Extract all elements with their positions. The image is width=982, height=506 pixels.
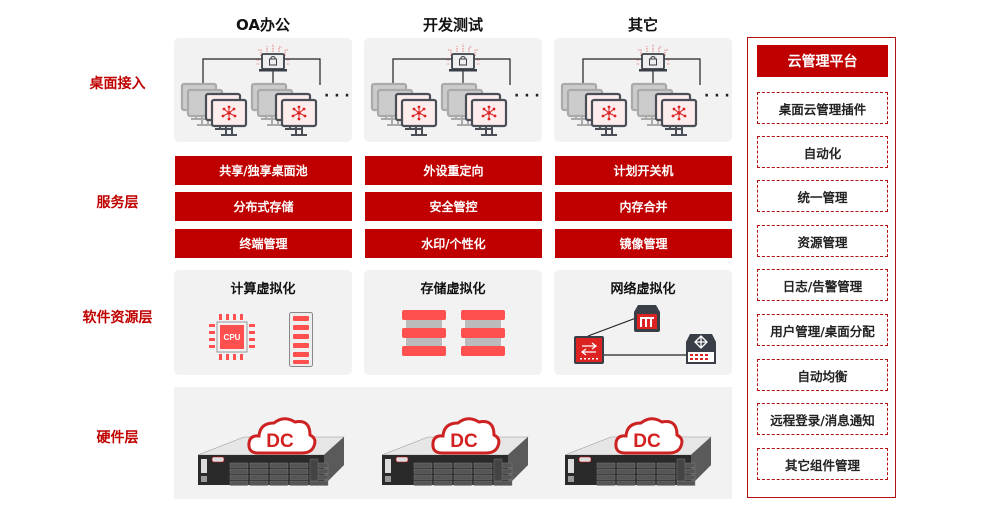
desktop-monitor-icon (400, 98, 438, 136)
storage-stack-icon (402, 310, 446, 356)
service-distributed-storage: 分布式存储 (175, 192, 352, 221)
service-shared-desktop-pool: 共享/独享桌面池 (175, 156, 352, 185)
laptop-hub-icon (256, 44, 290, 72)
resource-panel-network: 网络虚拟化 (554, 270, 732, 375)
desktop-cluster-illustration: · · · (370, 44, 540, 136)
desktop-panel-other: · · · (554, 38, 732, 142)
platform-item: 桌面云管理插件 (757, 92, 888, 124)
layer-label-hardware: 硬件层 (96, 430, 139, 446)
dc-server-icon: DC (564, 417, 712, 486)
layer-label-service: 服务层 (96, 195, 139, 211)
svg-text:DC: DC (450, 431, 478, 452)
storage-stack-icon (461, 310, 505, 356)
resource-title-compute: 计算虚拟化 (230, 282, 296, 297)
hardware-panel: DC DC DC (174, 387, 732, 499)
column-title-devtest: 开发测试 (422, 16, 483, 34)
platform-item: 统一管理 (757, 180, 888, 212)
resource-title-storage: 存储虚拟化 (420, 282, 486, 297)
platform-item: 用户管理/桌面分配 (757, 314, 888, 346)
service-terminal-management: 终端管理 (175, 229, 352, 258)
service-security-control: 安全管控 (365, 192, 542, 221)
dc-server-icon: DC (197, 417, 345, 486)
network-topology-icon (574, 305, 716, 364)
platform-item: 自动化 (757, 136, 888, 168)
service-scheduled-power: 计划开关机 (555, 156, 732, 185)
dc-server-icon: DC (381, 417, 529, 486)
service-peripheral-redirect: 外设重定向 (365, 156, 542, 185)
more-ellipsis: · · · (704, 88, 730, 104)
cloud-management-platform: 云管理平台 桌面云管理插件 自动化 统一管理 资源管理 日志/告警管理 用户管理… (747, 37, 896, 498)
laptop-hub-icon (446, 44, 480, 72)
desktop-cluster-illustration: · · · (180, 44, 350, 136)
resource-title-network: 网络虚拟化 (610, 282, 676, 297)
column-title-other: 其它 (627, 16, 658, 34)
service-watermark: 水印/个性化 (365, 229, 542, 258)
service-memory-merge: 内存合并 (555, 192, 732, 221)
firewall-icon (634, 305, 660, 332)
resource-panel-storage: 存储虚拟化 (364, 270, 542, 375)
desktop-monitor-icon (660, 98, 698, 136)
router-icon (686, 334, 716, 364)
resource-panel-compute: 计算虚拟化 CPU (174, 270, 352, 375)
layer-label-desktop-access: 桌面接入 (89, 76, 146, 92)
layer-label-software-resource: 软件资源层 (82, 310, 153, 326)
cpu-label: CPU (224, 333, 241, 342)
platform-item: 远程登录/消息通知 (757, 403, 888, 435)
platform-item: 日志/告警管理 (757, 269, 888, 301)
column-title-oa: OA办公 (236, 16, 290, 34)
cpu-chip-icon: CPU (209, 314, 255, 360)
desktop-monitor-icon (470, 98, 508, 136)
platform-item: 资源管理 (757, 225, 888, 257)
desktop-monitor-icon (280, 98, 318, 136)
desktop-cluster-illustration: · · · (560, 44, 730, 136)
desktop-monitor-icon (210, 98, 248, 136)
platform-item: 其它组件管理 (757, 448, 888, 480)
dc-cloud-icon: DC (614, 417, 684, 455)
svg-text:DC: DC (633, 431, 661, 452)
memory-module-icon (289, 312, 313, 367)
more-ellipsis: · · · (514, 88, 540, 104)
switch-icon (574, 336, 604, 364)
desktop-panel-oa: · · · (174, 38, 352, 142)
dc-cloud-icon: DC (247, 417, 317, 455)
laptop-hub-icon (636, 44, 670, 72)
desktop-monitor-icon (590, 98, 628, 136)
more-ellipsis: · · · (324, 88, 350, 104)
service-image-management: 镜像管理 (555, 229, 732, 258)
svg-text:DC: DC (266, 431, 294, 452)
dc-cloud-icon: DC (431, 417, 501, 455)
platform-item: 自动均衡 (757, 359, 888, 391)
desktop-panel-devtest: · · · (364, 38, 542, 142)
cloud-platform-title: 云管理平台 (757, 45, 888, 77)
